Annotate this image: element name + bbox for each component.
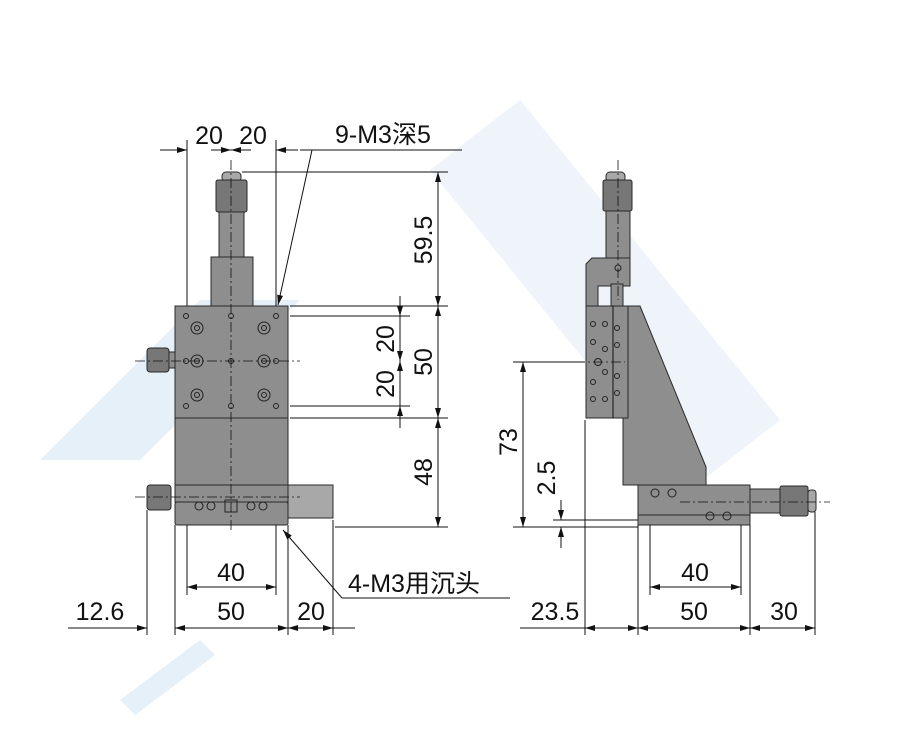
front-dimensions [68,140,510,635]
micrometer-knurl-icon [215,179,248,213]
dim-side-height: 73 [495,428,523,456]
dim-carriage-height: 50 [410,348,438,376]
hole-note: 9-M3深5 [335,121,431,149]
front-view-part [146,171,334,526]
dim-width: 50 [217,598,245,626]
dim-hole-pitch-upper: 20 [372,325,400,353]
mount-note: 4-M3用沉头 [348,570,480,598]
dim-side-overhang: 23.5 [531,598,580,626]
side-dimensions [513,361,816,635]
dim-knob-offset: 12.6 [76,598,125,626]
dim-side-width: 50 [680,598,708,626]
dim-mount-pitch: 40 [217,559,245,587]
dim-micrometer-height: 59.5 [410,216,438,265]
dim-top-right: 20 [239,122,267,150]
side-view-part [585,171,817,526]
dim-top-left: 20 [195,122,223,150]
dim-side-offset: 2.5 [533,461,561,496]
dim-side-mount-pitch: 40 [681,559,709,587]
dim-hole-pitch-lower: 20 [372,370,400,398]
dim-extension: 20 [297,598,325,626]
dim-base-height: 48 [410,458,438,486]
dim-side-micrometer: 30 [770,598,798,626]
